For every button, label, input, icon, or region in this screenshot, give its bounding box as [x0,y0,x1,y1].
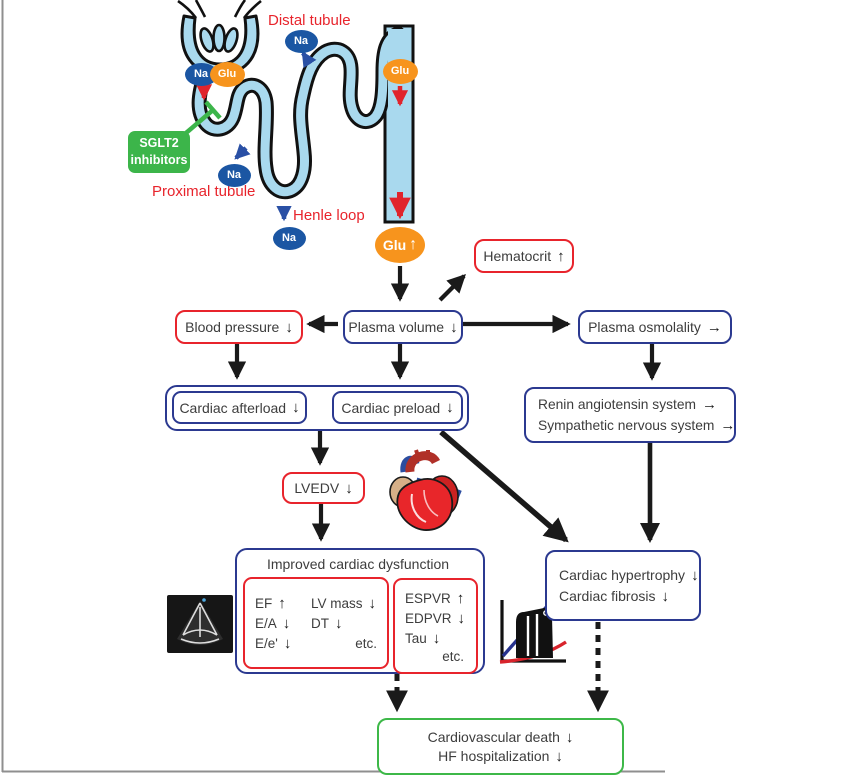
pv-parameters-panel: ESPVR ↑ EDPVR ↓ Tau ↓ etc. [393,578,478,674]
plasma-volume-box: Plasma volume ↓ [343,310,463,344]
henle-loop-label: Henle loop [293,207,365,224]
edpvr-label: EDPVR [405,611,452,626]
sns-row: Sympathetic nervous system → [526,415,736,436]
down-arrow-glyph: ↓ [292,399,300,416]
cardiac-fibrosis-label: Cardiac fibrosis [559,588,656,604]
hf-hospitalization-row: HF hospitalization ↓ [438,747,563,766]
glucose-excretion-marker: Glu↑ [375,227,425,263]
na-marker-proximal: Na [217,163,251,187]
na-marker-henle: Na [272,226,306,250]
glu-up-label: Glu [382,237,407,253]
up-arrow-glyph: ↑ [456,590,465,607]
down-arrow-glyph: ↓ [457,610,466,627]
sglt2-line1: SGLT2 [139,136,179,151]
up-arrow-glyph: ↑ [409,236,418,253]
heart-illustration [389,449,462,531]
improved-cardiac-dysfunction-title: Improved cardiac dysfunction [266,556,450,572]
clinical-outcomes-box: Cardiovascular death ↓ HF hospitalizatio… [377,718,624,775]
cardiovascular-death-label: Cardiovascular death [427,729,560,745]
panel-row: Tau ↓ [395,629,476,649]
pv-loop-icon [499,600,567,664]
down-arrow-glyph: ↓ [345,479,353,497]
panel-row: ESPVR ↑ [395,589,476,609]
down-arrow-glyph: ↓ [283,634,292,652]
espvr-label: ESPVR [405,591,451,606]
sglt2-inhibitors-box: SGLT2 inhibitors [128,131,190,173]
red-transport-arrows [195,84,411,220]
na-marker-glomerulus: Na [184,62,218,86]
plasma-osmolality-box: Plasma osmolality → [578,310,732,344]
glomerulus [177,0,262,76]
panel-row: EDPVR ↓ [395,609,476,629]
sglt2-line2: inhibitors [130,153,188,167]
tau-label: Tau [405,631,427,646]
down-arrow-glyph: ↓ [285,318,293,336]
cardiac-afterload-box: Cardiac afterload ↓ [172,391,307,424]
ef-label: EF [255,595,273,611]
fibrosis-row: Cardiac fibrosis ↓ [547,586,699,607]
cardiac-preload-box: Cardiac preload ↓ [332,391,463,424]
flow-arrows [227,266,662,713]
na-marker-distal: Na [284,29,318,53]
panel-row: EF ↑ LV mass ↓ [245,593,387,613]
down-arrow-glyph: ↓ [691,566,699,584]
dt-label: DT [311,615,329,631]
cardiac-remodeling-box: Cardiac hypertrophy ↓ Cardiac fibrosis ↓ [545,550,701,621]
down-arrow-glyph: ↓ [368,594,377,612]
blood-pressure-box: Blood pressure ↓ [175,310,303,344]
raas-label: Renin angiotensin system [538,397,696,412]
right-arrow-glyph: → [701,396,717,413]
raas-row: Renin angiotensin system → [526,394,734,415]
plasma-osmolality-label: Plasma osmolality [588,319,701,335]
glu-marker-glomerulus: Glu [209,61,245,87]
down-arrow-glyph: ↓ [661,587,669,605]
down-arrow-glyph: ↓ [450,318,458,336]
hypertrophy-row: Cardiac hypertrophy ↓ [547,565,699,586]
hematocrit-box: Hematocrit ↑ [474,239,574,273]
panel-row: E/A ↓ DT ↓ [245,613,387,633]
right-arrow-glyph: → [706,318,722,336]
panel-row: E/e' ↓ etc. [245,633,387,653]
raas-sns-box: Renin angiotensin system → Sympathetic n… [524,387,736,443]
lvedv-box: LVEDV ↓ [282,472,365,504]
down-arrow-glyph: ↓ [432,630,441,647]
etc-label: etc. [442,648,464,664]
blood-pressure-label: Blood pressure [185,319,280,335]
distal-tubule-label: Distal tubule [268,12,351,29]
hf-hospitalization-label: HF hospitalization [438,748,550,764]
cardiac-hypertrophy-label: Cardiac hypertrophy [559,567,686,583]
plasma-volume-label: Plasma volume [348,319,445,335]
proximal-tubule-label: Proximal tubule [152,183,256,200]
sns-label: Sympathetic nervous system [538,418,715,433]
etc-label: etc. [355,635,377,651]
inhibition-line [184,100,222,135]
lv-mass-label: LV mass [311,595,363,611]
down-arrow-glyph: ↓ [335,614,343,632]
down-arrow-glyph: ↓ [282,614,291,632]
blue-na-arrows [234,51,317,222]
down-arrow-glyph: ↓ [565,728,574,746]
up-arrow-glyph: ↑ [278,594,286,612]
cardiac-afterload-label: Cardiac afterload [179,399,287,416]
nephron-illustration [177,0,415,224]
echo-parameters-panel: EF↑ LV mass↓ E/A↓ DT↓ E/e'↓ etc. [243,577,389,669]
ee-prime-label: E/e' [255,635,278,651]
glu-marker-duct: Glu [382,58,418,84]
right-arrow-glyph: → [720,417,736,434]
down-arrow-glyph: ↓ [555,747,563,765]
cardiac-preload-label: Cardiac preload [341,399,441,416]
up-arrow-glyph: ↑ [557,247,565,265]
hematocrit-label: Hematocrit [483,248,552,264]
down-arrow-glyph: ↓ [446,399,454,416]
lvedv-label: LVEDV [294,480,340,496]
ea-label: E/A [255,615,277,631]
cv-death-row: Cardiovascular death ↓ [428,728,574,747]
echocardiogram-image [167,595,233,653]
